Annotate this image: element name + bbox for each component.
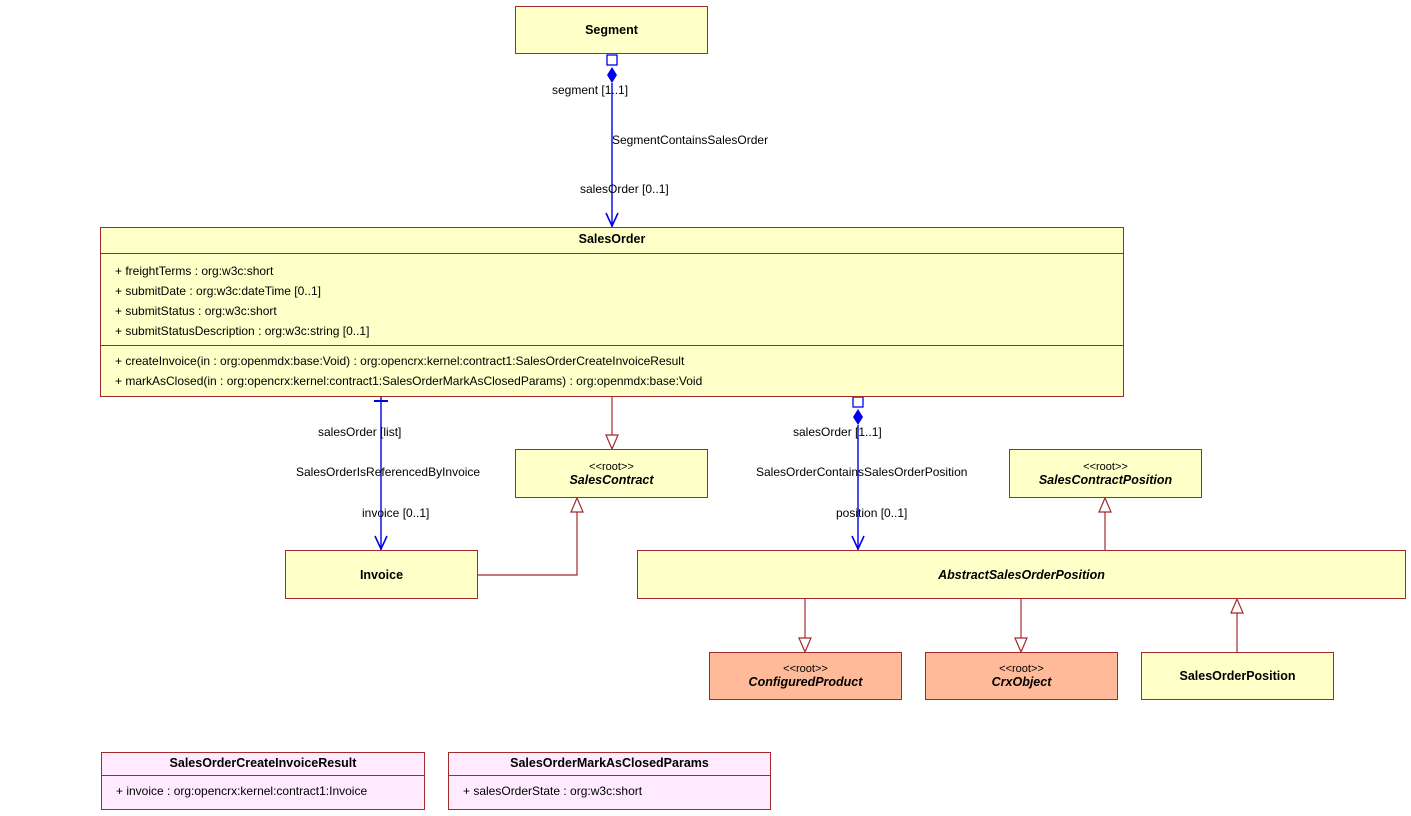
attributes-compartment: + invoice : org:opencrx:kernel:contract1…	[102, 775, 424, 809]
generalization-sales-order-to-sales-contract	[605, 397, 619, 451]
class-name: SalesContract	[569, 472, 654, 487]
class-invoice[interactable]: Invoice	[285, 550, 478, 599]
class-name: Invoice	[359, 567, 404, 582]
association-name-sales-order-referenced-by-invoice: SalesOrderIsReferencedByInvoice	[296, 465, 481, 479]
stereotype-label: <<root>>	[999, 663, 1044, 675]
class-name: Segment	[585, 23, 638, 37]
role-label-sales-order-list: salesOrder [list]	[318, 425, 402, 439]
class-sales-order-create-invoice-result[interactable]: SalesOrderCreateInvoiceResult + invoice …	[101, 752, 425, 810]
operation: + markAsClosed(in : org:opencrx:kernel:c…	[115, 374, 703, 388]
stereotype-label: <<root>>	[589, 460, 634, 473]
class-crx-object[interactable]: <<root>> CrxObject	[925, 652, 1118, 700]
attribute: + submitStatusDescription : org:w3c:stri…	[115, 324, 370, 338]
generalization-abstract-position-to-configured-product	[798, 599, 812, 654]
generalization-abstract-position-to-crx-object	[1014, 599, 1028, 654]
attribute: + freightTerms : org:w3c:short	[115, 264, 274, 278]
attributes-compartment: + salesOrderState : org:w3c:short	[449, 775, 770, 809]
class-sales-order-mark-as-closed-params[interactable]: SalesOrderMarkAsClosedParams + salesOrde…	[448, 752, 771, 810]
association-sales-order-contains-position[interactable]	[851, 396, 865, 551]
attributes-compartment: + freightTerms : org:w3c:short + submitD…	[101, 253, 1123, 345]
class-sales-order-position[interactable]: SalesOrderPosition	[1141, 652, 1334, 700]
association-sales-order-referenced-by-invoice[interactable]	[374, 397, 388, 551]
class-sales-contract[interactable]: <<root>> SalesContract	[515, 449, 708, 498]
attribute: + salesOrderState : org:w3c:short	[463, 784, 643, 798]
role-label-segment: segment [1..1]	[552, 83, 629, 97]
class-abstract-sales-order-position[interactable]: AbstractSalesOrderPosition	[637, 550, 1406, 599]
stereotype-label: <<root>>	[1083, 460, 1128, 473]
operations-compartment: + createInvoice(in : org:openmdx:base:Vo…	[101, 345, 1123, 396]
role-label-invoice: invoice [0..1]	[362, 506, 430, 520]
attribute: + invoice : org:opencrx:kernel:contract1…	[116, 784, 368, 798]
attribute: + submitDate : org:w3c:dateTime [0..1]	[115, 284, 321, 298]
association-name-segment-contains-sales-order: SegmentContainsSalesOrder	[612, 133, 769, 147]
association-name-sales-order-contains-position: SalesOrderContainsSalesOrderPosition	[756, 465, 968, 479]
class-configured-product[interactable]: <<root>> ConfiguredProduct	[709, 652, 902, 700]
class-name: CrxObject	[991, 675, 1052, 689]
class-name: SalesOrder	[578, 232, 646, 246]
role-label-sales-order: salesOrder [0..1]	[580, 182, 669, 196]
role-label-position: position [0..1]	[836, 506, 908, 520]
operation: + createInvoice(in : org:openmdx:base:Vo…	[115, 354, 685, 368]
class-name: ConfiguredProduct	[748, 675, 863, 689]
generalization-invoice-to-sales-contract	[478, 496, 584, 576]
class-name: AbstractSalesOrderPosition	[938, 567, 1105, 582]
stereotype-label: <<root>>	[783, 663, 828, 675]
class-name: SalesOrderMarkAsClosedParams	[510, 756, 709, 770]
class-segment[interactable]: Segment	[515, 6, 708, 54]
attribute: + submitStatus : org:w3c:short	[115, 304, 277, 318]
association-segment-contains-sales-order[interactable]	[605, 54, 619, 228]
class-sales-order[interactable]: SalesOrder + freightTerms : org:w3c:shor…	[100, 227, 1124, 397]
class-name: SalesOrderCreateInvoiceResult	[169, 756, 357, 770]
role-label-sales-order-1-1: salesOrder [1..1]	[793, 425, 882, 439]
class-sales-contract-position[interactable]: <<root>> SalesContractPosition	[1009, 449, 1202, 498]
class-name: SalesOrderPosition	[1179, 669, 1296, 683]
class-name: SalesContractPosition	[1038, 472, 1173, 487]
generalization-abstract-position-to-contract-position	[1098, 496, 1112, 550]
generalization-sales-order-position-to-abstract	[1230, 597, 1244, 652]
